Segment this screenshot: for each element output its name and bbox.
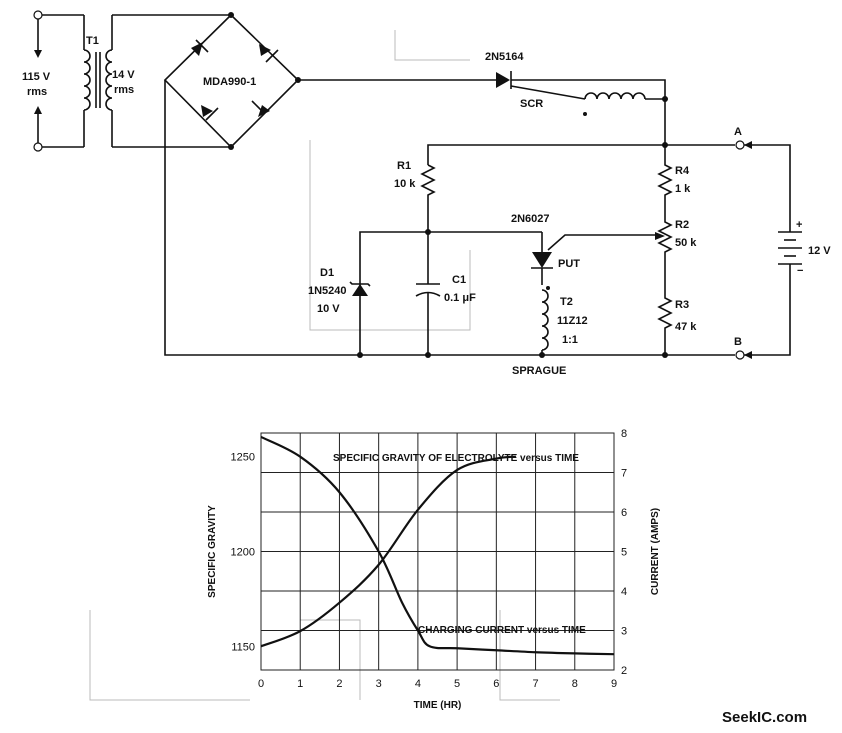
y-right-tick-label: 2 xyxy=(621,665,627,677)
t1-rms: rms xyxy=(114,84,134,96)
scr-label: SCR xyxy=(520,98,543,110)
battery-minus: − xyxy=(797,265,803,277)
d1-label: D1 xyxy=(320,267,334,279)
specific-gravity-line xyxy=(260,455,517,648)
r3-value: 47 k xyxy=(675,321,697,333)
y-right-tick-label: 5 xyxy=(621,547,627,559)
c1-value: 0.1 μF xyxy=(444,292,476,304)
terminal-a-label: A xyxy=(734,126,742,138)
scr xyxy=(496,71,668,116)
bridge-rectifier xyxy=(163,12,301,150)
put xyxy=(531,232,655,285)
ground-rail xyxy=(164,80,665,356)
t2-maker: SPRAGUE xyxy=(512,365,566,377)
y-right-tick-label: 4 xyxy=(621,586,627,598)
wire-b-battery xyxy=(744,270,791,356)
wire-to-a xyxy=(664,99,735,146)
t1-voltage: 14 V xyxy=(112,69,135,81)
wire-a-battery xyxy=(744,144,791,232)
y-right-tick-label: 7 xyxy=(621,468,627,480)
source-rms: rms xyxy=(27,86,47,98)
y-right-tick-label: 3 xyxy=(621,626,627,638)
capacitor-c1 xyxy=(415,283,441,355)
scr-part: 2N5164 xyxy=(485,51,524,63)
put-part: 2N6027 xyxy=(511,213,550,225)
t2-ratio: 1:1 xyxy=(562,334,578,346)
series-label-charging-current: CHARGING CURRENT versus TIME xyxy=(418,625,586,636)
ac-input xyxy=(33,10,84,152)
source-voltage: 115 V xyxy=(22,71,51,83)
x-tick-label: 8 xyxy=(572,678,578,690)
background-bleed xyxy=(89,30,560,701)
t2-part: 11Z12 xyxy=(557,315,588,327)
y-left-tick-label: 1150 xyxy=(231,641,255,653)
x-tick-label: 0 xyxy=(258,678,264,690)
x-tick-label: 1 xyxy=(297,678,303,690)
put-label: PUT xyxy=(558,258,580,270)
y-left-axis-label: SPECIFIC GRAVITY xyxy=(207,505,218,598)
d1-part: 1N5240 xyxy=(308,285,347,297)
r4-label: R4 xyxy=(675,165,690,177)
wire-r1 xyxy=(427,144,665,165)
c1-label: C1 xyxy=(452,274,466,286)
charging-current-line xyxy=(260,435,615,656)
battery-value: 12 V xyxy=(808,245,831,257)
transformer-t2 xyxy=(541,286,550,355)
battery-12v xyxy=(778,231,802,270)
x-tick-label: 5 xyxy=(454,678,460,690)
t1-label: T1 xyxy=(86,35,99,47)
bridge-label: MDA990-1 xyxy=(203,76,256,88)
x-tick-label: 6 xyxy=(493,678,499,690)
t2-label: T2 xyxy=(560,296,573,308)
watermark: SeekIC.com xyxy=(722,709,807,726)
x-tick-label: 4 xyxy=(415,678,421,690)
resistor-r1 xyxy=(420,164,436,232)
r1-label: R1 xyxy=(397,160,411,172)
r4-value: 1 k xyxy=(675,183,691,195)
series-label-specific-gravity: SPECIFIC GRAVITY OF ELECTROLYTE versus T… xyxy=(333,453,579,464)
x-tick-label: 3 xyxy=(376,678,382,690)
zener-d1 xyxy=(349,281,371,296)
y-left-tick-label: 1250 xyxy=(231,452,255,464)
resistor-chain xyxy=(657,145,673,355)
y-right-tick-label: 8 xyxy=(621,428,627,440)
r1-value: 10 k xyxy=(394,178,416,190)
y-left-tick-label: 1200 xyxy=(231,547,255,559)
r2-value: 50 k xyxy=(675,237,697,249)
transformer-t1 xyxy=(83,15,113,147)
r2-label: R2 xyxy=(675,219,689,231)
terminal-b-label: B xyxy=(734,336,742,348)
battery-plus: + xyxy=(796,219,802,231)
y-right-axis-label: CURRENT (AMPS) xyxy=(650,508,661,595)
x-tick-label: 9 xyxy=(611,678,617,690)
x-tick-label: 7 xyxy=(532,678,538,690)
terminal-b-dot xyxy=(735,350,745,360)
x-axis-label: TIME (HR) xyxy=(414,700,462,711)
wire-node xyxy=(359,231,542,355)
d1-value: 10 V xyxy=(317,303,340,315)
y-right-tick-label: 6 xyxy=(621,507,627,519)
x-tick-label: 2 xyxy=(336,678,342,690)
terminal-a-dot xyxy=(735,140,745,150)
r3-label: R3 xyxy=(675,299,689,311)
